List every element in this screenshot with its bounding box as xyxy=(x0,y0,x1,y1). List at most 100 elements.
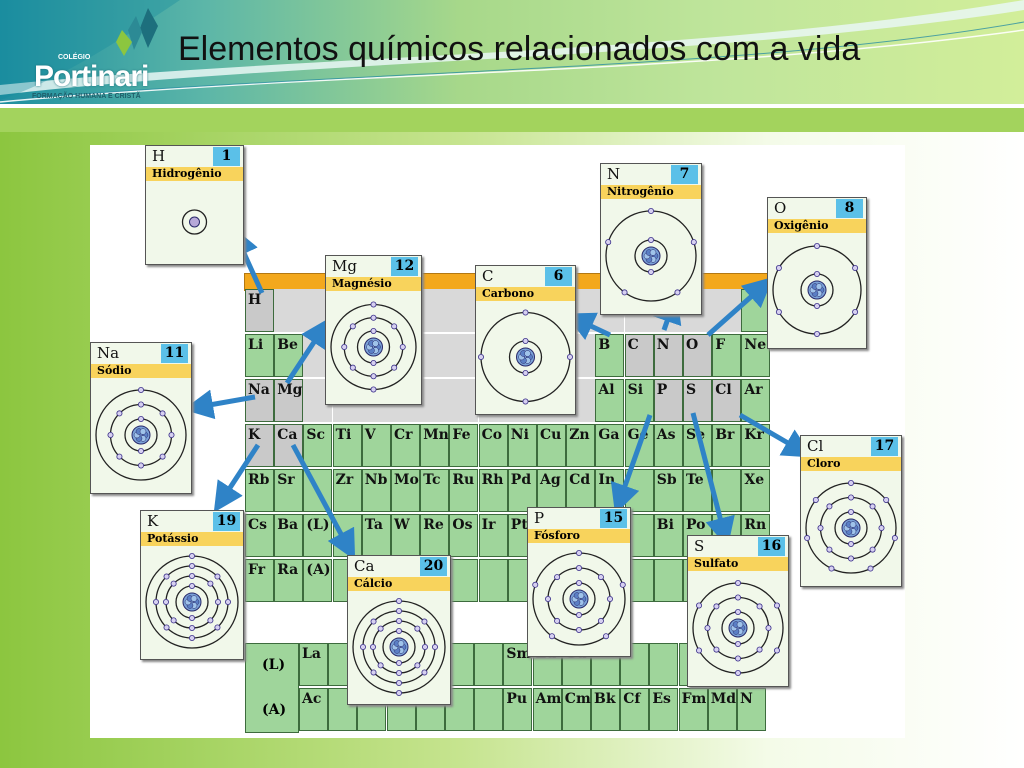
electron xyxy=(377,662,384,669)
table-cell: Br xyxy=(712,424,742,467)
electron xyxy=(814,242,821,249)
electron xyxy=(648,207,655,214)
electron xyxy=(116,410,123,417)
electron xyxy=(478,354,484,361)
electron xyxy=(422,644,429,651)
table-cell: Cr xyxy=(391,424,420,467)
electron xyxy=(619,581,626,588)
electron xyxy=(377,625,384,632)
electron xyxy=(370,301,377,308)
table-cell: H xyxy=(245,289,274,332)
table-cell: Cu xyxy=(537,424,566,467)
electron xyxy=(867,565,874,572)
bohr-model-diagram xyxy=(352,598,446,697)
electron xyxy=(674,289,681,296)
table-cell: Zr xyxy=(332,469,362,512)
actinides-label: (A) xyxy=(262,702,287,718)
table-cell xyxy=(478,559,508,602)
pointer-arrow xyxy=(690,412,735,548)
table-cell xyxy=(449,289,479,332)
table-cell: Ar xyxy=(741,379,771,422)
electron xyxy=(370,618,377,625)
element-symbol: Na xyxy=(97,344,120,362)
electron xyxy=(848,479,855,486)
table-cell: Xe xyxy=(741,469,771,512)
electron xyxy=(159,410,166,417)
electron xyxy=(891,535,898,542)
table-cell xyxy=(274,289,304,332)
electron xyxy=(735,670,742,677)
electron xyxy=(621,289,628,296)
electron xyxy=(159,453,166,460)
electron xyxy=(370,314,377,321)
electron xyxy=(576,612,583,619)
electron xyxy=(370,373,377,380)
element-name: Carbono xyxy=(476,287,575,301)
table-cell: Mn xyxy=(420,424,450,467)
table-cell: V xyxy=(361,424,391,467)
element-symbol: K xyxy=(147,512,159,530)
electron xyxy=(765,625,772,632)
table-cell: Ni xyxy=(507,424,537,467)
electron xyxy=(370,669,377,676)
electron xyxy=(162,599,169,606)
electron xyxy=(396,670,403,677)
electron xyxy=(359,644,366,651)
electron xyxy=(399,344,406,351)
element-symbol: Mg xyxy=(332,257,357,275)
electron xyxy=(391,364,398,371)
electron xyxy=(215,599,222,606)
table-cell: Ra xyxy=(274,559,304,602)
table-cell: Cd xyxy=(566,469,596,512)
electron xyxy=(189,572,196,579)
table-cell: Co xyxy=(478,424,508,467)
electron xyxy=(370,386,377,393)
nucleon xyxy=(372,340,379,347)
electron xyxy=(554,617,561,624)
electron xyxy=(138,401,145,408)
electron xyxy=(814,271,821,278)
table-cell xyxy=(449,559,479,602)
electron xyxy=(414,662,421,669)
nucleon xyxy=(139,428,147,435)
table-cell: Sc xyxy=(303,424,333,467)
actinides-cell: Cf xyxy=(620,688,650,731)
electron xyxy=(370,360,377,367)
electron xyxy=(597,574,604,581)
table-cell xyxy=(420,289,450,332)
electron xyxy=(817,525,824,532)
table-cell: Cs xyxy=(245,514,274,557)
school-logo: COLÉGIO Portinari FORMAÇÃO HUMANA E CRIS… xyxy=(30,8,170,103)
electron xyxy=(704,625,711,632)
table-cell: Tc xyxy=(420,469,450,512)
electron xyxy=(544,596,551,603)
electron xyxy=(138,448,145,455)
electron xyxy=(648,237,655,244)
electron xyxy=(814,303,821,310)
logo-subtitle: FORMAÇÃO HUMANA E CRISTÃ xyxy=(32,93,141,100)
bohr-model-diagram xyxy=(804,479,898,574)
electron xyxy=(396,690,403,697)
element-symbol: P xyxy=(534,509,545,527)
electron xyxy=(189,553,196,559)
table-cell: Li xyxy=(245,334,274,377)
electron xyxy=(878,525,885,532)
electron xyxy=(532,581,539,588)
electron xyxy=(576,550,583,556)
table-cell: Cl xyxy=(712,379,742,422)
element-symbol: S xyxy=(694,537,705,555)
electron xyxy=(349,323,356,330)
electron xyxy=(773,647,780,654)
electron xyxy=(522,338,529,345)
electron xyxy=(189,635,196,642)
table-cell: Ru xyxy=(449,469,479,512)
actinides-cell: Ac xyxy=(299,688,328,731)
header-band xyxy=(0,108,1024,132)
electron xyxy=(207,617,214,624)
